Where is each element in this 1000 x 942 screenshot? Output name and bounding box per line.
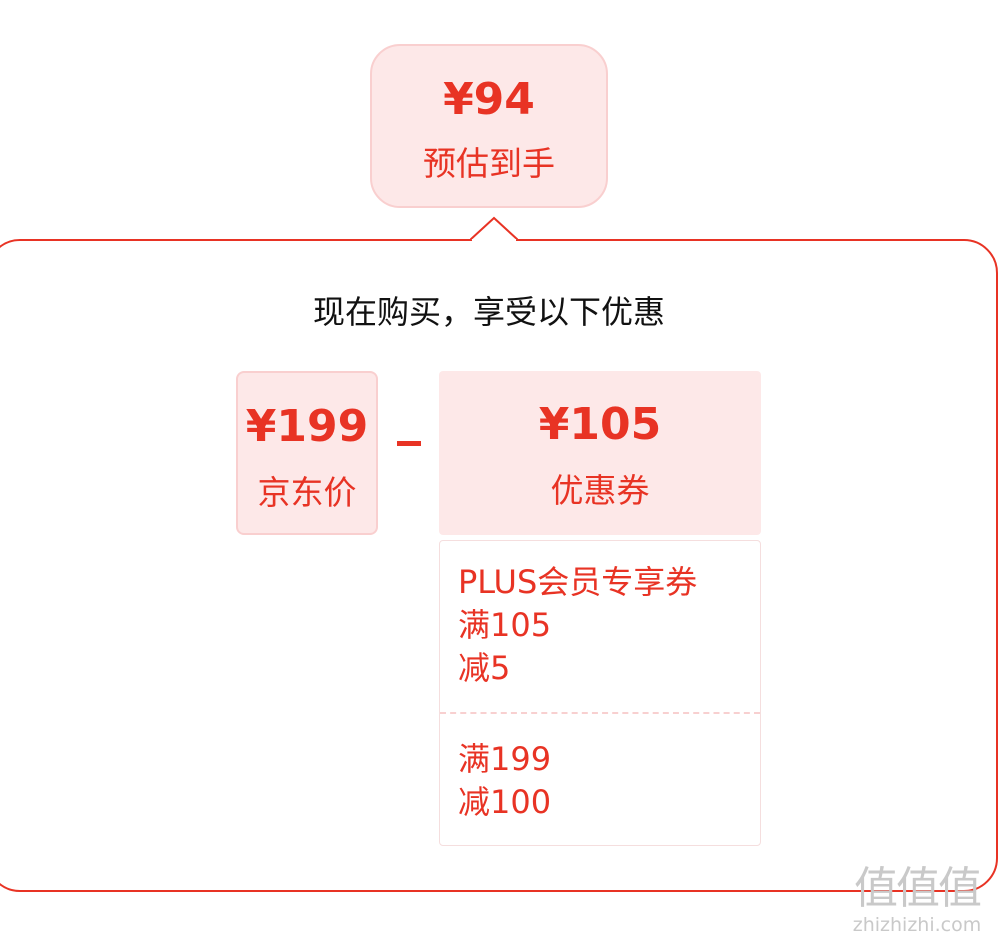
watermark-url: zhizhizhi.com <box>852 914 982 936</box>
panel-title: 现在购买，享受以下优惠 <box>312 293 665 331</box>
coupon-divider <box>440 712 760 714</box>
coupon-total-label: 优惠券 <box>550 471 650 510</box>
site-watermark: 值值值 zhizhizhi.com <box>842 863 992 937</box>
minus-icon <box>397 441 421 446</box>
estimated-price: ¥94 <box>443 74 535 125</box>
coupon-item-threshold: 满199 <box>458 740 552 778</box>
coupon-item-threshold: 满105 <box>458 606 552 644</box>
jd-price-label: 京东价 <box>257 473 357 512</box>
coupon-item-discount: 减5 <box>458 649 511 687</box>
coupon-total-value: ¥105 <box>538 399 662 450</box>
coupon-item-full-reduction: 满199 减100 <box>458 738 750 824</box>
jd-price-value: ¥199 <box>245 401 369 452</box>
coupon-item-plus: PLUS会员专享券 满105 减5 <box>458 561 750 690</box>
watermark-logo: 值值值 <box>854 863 982 914</box>
estimated-price-box: ¥94 预估到手 <box>370 44 608 208</box>
jd-price-box: ¥199 京东价 <box>236 371 378 535</box>
coupon-detail-list: PLUS会员专享券 满105 减5 满199 减100 <box>439 540 761 846</box>
estimated-price-label: 预估到手 <box>423 144 555 183</box>
coupon-total-box: ¥105 优惠券 <box>439 371 761 535</box>
coupon-item-title: PLUS会员专享券 <box>458 563 698 601</box>
coupon-item-discount: 减100 <box>458 783 552 821</box>
